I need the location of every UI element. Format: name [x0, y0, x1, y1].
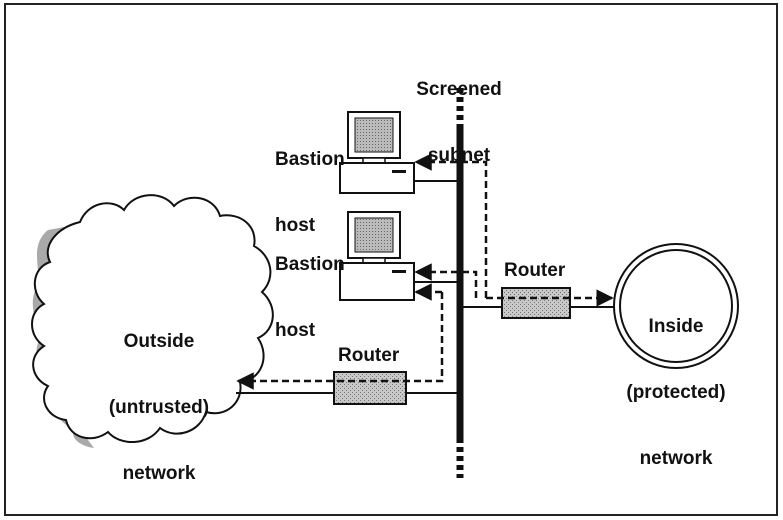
router-inside — [501, 287, 571, 319]
outside-network-label-line3: network — [122, 463, 196, 484]
router-icon — [501, 287, 571, 319]
outside-network-label-line2: (untrusted) — [108, 397, 210, 418]
bastion-host-2-label-line2: host — [275, 320, 316, 341]
outside-network-cloud — [31, 194, 274, 448]
screened-subnet-label-line2: subnet — [427, 145, 491, 166]
router-icon — [333, 371, 407, 405]
router-outside — [333, 371, 407, 405]
bastion-host-1 — [339, 111, 415, 194]
inside-network-label-line3: network — [639, 448, 713, 469]
solid-links — [236, 180, 614, 394]
bastion-host-2 — [339, 211, 415, 301]
router-outside-label: Router — [338, 345, 400, 366]
outside-network-label-line1: Outside — [123, 331, 195, 352]
router-inside-label: Router — [504, 260, 566, 281]
outside-network-label: Outside (untrusted) network — [94, 287, 224, 507]
bastion-host-2-label: Bastion host — [275, 210, 345, 364]
computer-icon — [339, 211, 415, 301]
bastion-host-1-label: Bastion host — [275, 105, 345, 259]
inside-network-label-line2: (protected) — [626, 382, 726, 403]
bastion-host-1-label-line1: Bastion — [275, 149, 345, 170]
inside-network-label: Inside (protected) network — [616, 272, 736, 492]
inside-network-label-line1: Inside — [648, 316, 704, 337]
screened-subnet-label-line1: Screened — [416, 79, 502, 100]
bastion-host-2-label-line1: Bastion — [275, 254, 345, 275]
computer-icon — [339, 111, 415, 194]
traffic-paths — [236, 153, 614, 390]
screened-subnet-label: Screened subnet — [404, 35, 514, 189]
cloud-icon — [31, 194, 274, 444]
bastion-host-1-label-line2: host — [275, 215, 316, 236]
